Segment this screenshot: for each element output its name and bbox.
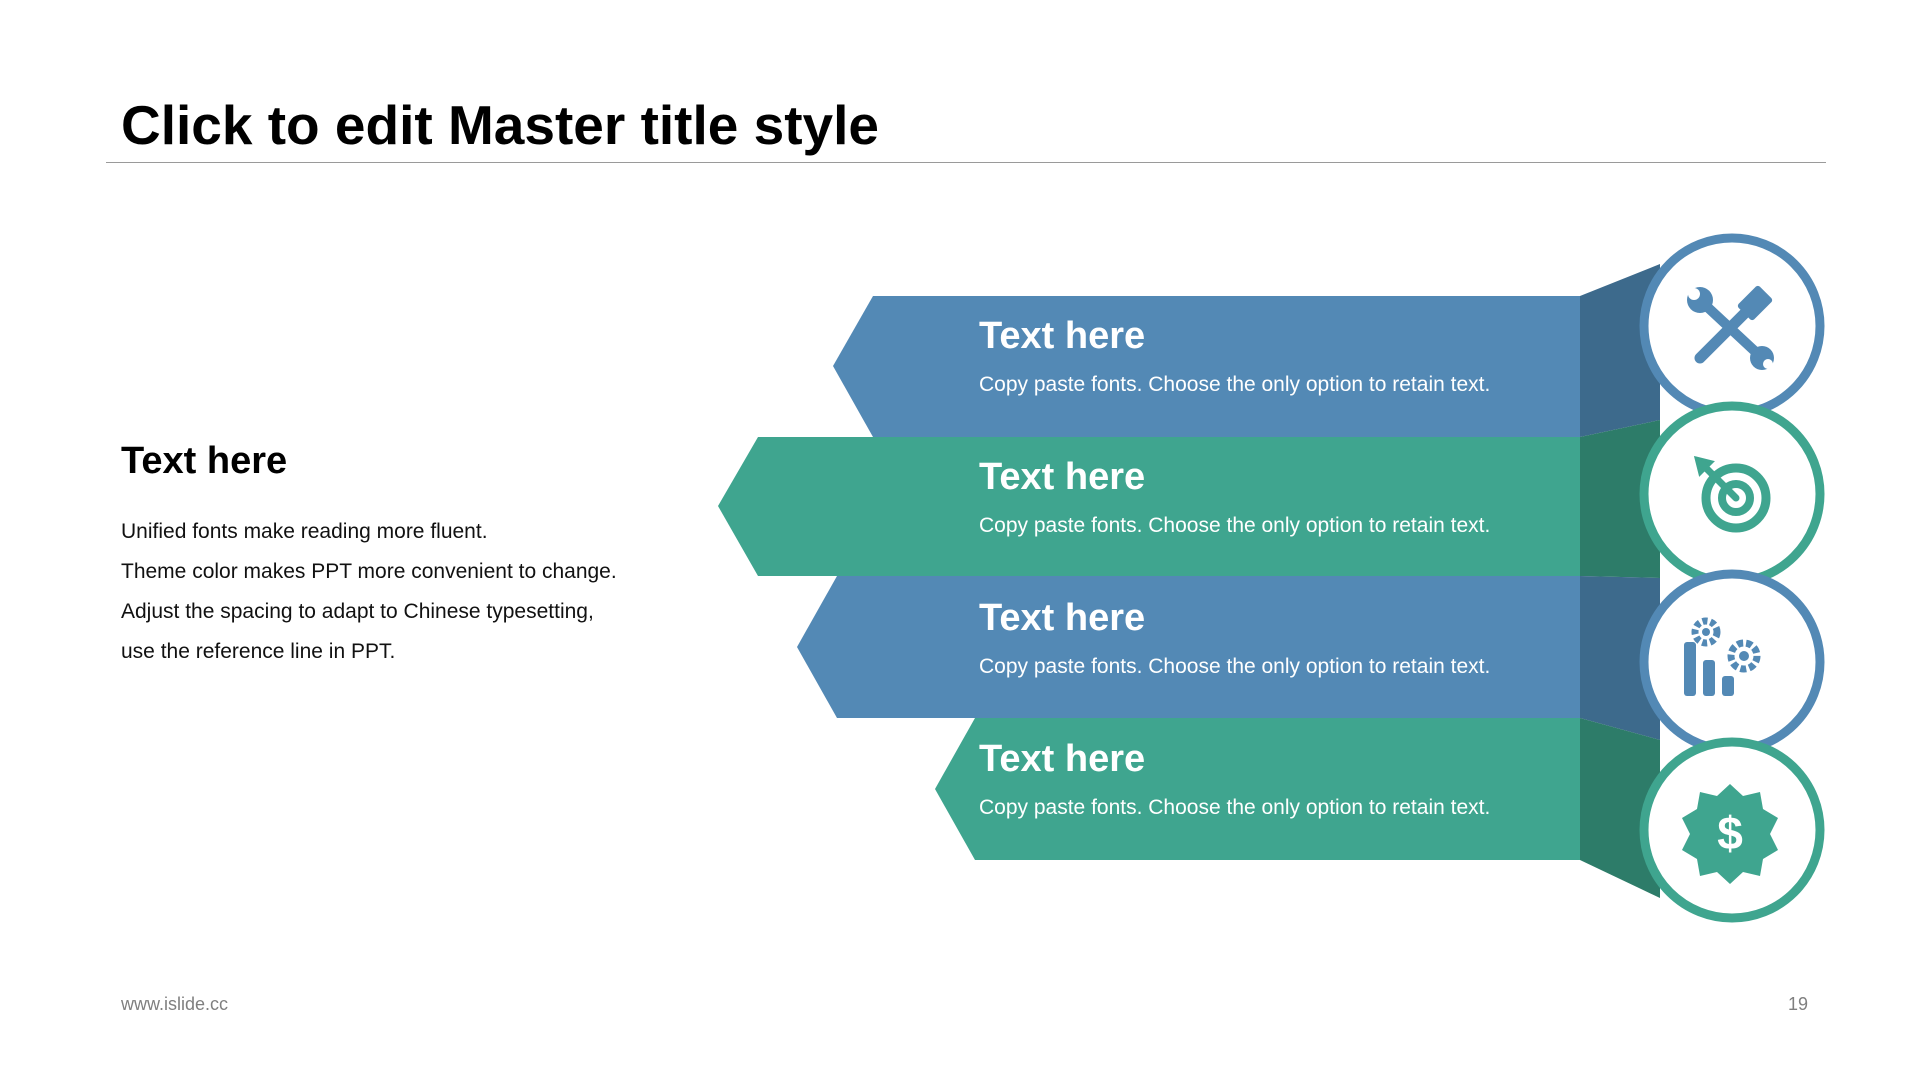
ribbon-1-description: Copy paste fonts. Choose the only option…: [979, 373, 1491, 396]
ribbon-2-description: Copy paste fonts. Choose the only option…: [979, 514, 1491, 537]
ribbon-2[interactable]: [718, 437, 1580, 576]
connector-panel-1: [1580, 264, 1660, 437]
ribbon-3[interactable]: [797, 576, 1580, 718]
page-title[interactable]: Click to edit Master title style: [121, 94, 879, 156]
ribbon-3-text[interactable]: Text here Copy paste fonts. Choose the o…: [979, 596, 1539, 680]
ribbon-1-text[interactable]: Text here Copy paste fonts. Choose the o…: [979, 314, 1539, 398]
title-divider: [106, 162, 1826, 163]
ribbon-4[interactable]: [935, 718, 1580, 860]
ribbon-4-heading: Text here: [979, 738, 1146, 780]
connector-panel-4: [1580, 718, 1660, 898]
ribbon-3-description: Copy paste fonts. Choose the only option…: [979, 655, 1491, 678]
icon-circle-3: [1639, 569, 1825, 755]
chart-gears-icon: [1684, 617, 1761, 696]
connector-panel-2: [1580, 420, 1660, 578]
ribbon-1[interactable]: [833, 296, 1580, 437]
target-icon: [1693, 455, 1771, 533]
ribbon-1-heading: Text here: [979, 315, 1146, 357]
svg-text:$: $: [1717, 807, 1743, 859]
tools-icon: [1687, 285, 1774, 370]
intro-line: use the reference line in PPT.: [121, 640, 396, 663]
ribbon-2-text[interactable]: Text here Copy paste fonts. Choose the o…: [979, 455, 1539, 539]
connector-panel-3: [1580, 576, 1660, 740]
ribbon-2-heading: Text here: [979, 456, 1146, 498]
intro-line: Adjust the spacing to adapt to Chinese t…: [121, 600, 594, 623]
intro-line: Theme color makes PPT more convenient to…: [121, 560, 617, 583]
footer-url: www.islide.cc: [121, 994, 229, 1014]
intro-heading[interactable]: Text here: [121, 440, 288, 482]
intro-body[interactable]: Unified fonts make reading more fluent. …: [121, 512, 617, 672]
ribbon-3-heading: Text here: [979, 597, 1146, 639]
dollar-badge-icon: $: [1682, 784, 1778, 884]
intro-line: Unified fonts make reading more fluent.: [121, 520, 488, 543]
ribbon-4-description: Copy paste fonts. Choose the only option…: [979, 796, 1491, 819]
page-number: 19: [1788, 994, 1809, 1014]
ribbon-4-text[interactable]: Text here Copy paste fonts. Choose the o…: [979, 737, 1539, 821]
